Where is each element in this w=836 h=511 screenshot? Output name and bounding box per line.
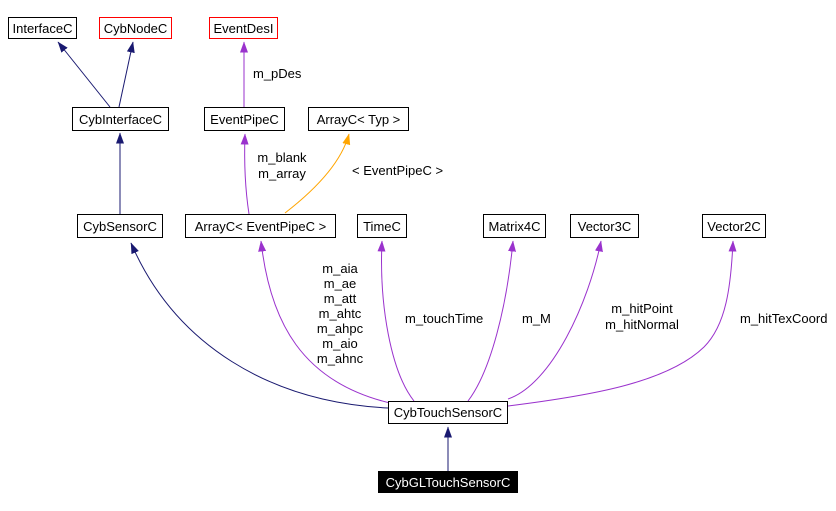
edge-usage-cybtouchsensorc-vector3c [507,240,603,400]
edge-usage-arrayc-eventpipec [240,133,250,215]
edge-usage-cybtouchsensorc-arrayc [258,240,391,404]
edge-inherit-cybtouchsensorc-cybsensorc [130,242,389,409]
edge-template-arrayc-eventpipec-arrayc-typ [284,133,351,214]
node-cybtouchsensorc[interactable]: CybTouchSensorC [388,401,508,424]
edge-usage-cybtouchsensorc-timec [377,240,415,402]
node-eventpipec[interactable]: EventPipeC [204,107,285,131]
node-cybinterfacec[interactable]: CybInterfaceC [72,107,169,131]
edge-usage-cybtouchsensorc-vector2c [507,240,737,407]
edge-inherit-cybinterfacec-interfacec [57,41,111,108]
node-timec[interactable]: TimeC [357,214,407,238]
edge-label-m-pdes: m_pDes [253,66,302,81]
edge-label-m-hitpoint-m-hitnormal: m_hitPoint m_hitNormal [605,301,679,332]
node-interfacec[interactable]: InterfaceC [8,17,77,39]
edge-usage-cybtouchsensorc-matrix4c [467,240,517,402]
edge-label-m-touchtime: m_touchTime [405,311,484,326]
edge-inherit-cybinterfacec-cybnodec [118,41,135,108]
edge-label-m-m: m_M [522,311,551,326]
edge-label-template-args: < EventPipeC > [352,163,444,178]
node-arrayc-eventpipec[interactable]: ArrayC< EventPipeC > [185,214,336,238]
node-arrayc-typ[interactable]: ArrayC< Typ > [308,107,409,131]
node-cybgltouchsensorc-current: CybGLTouchSensorC [378,471,518,493]
node-cybnodec[interactable]: CybNodeC [99,17,172,39]
node-vector3c[interactable]: Vector3C [570,214,639,238]
edge-label-m-blank-m-array: m_blank m_array [257,150,307,181]
node-cybsensorc[interactable]: CybSensorC [77,214,163,238]
edge-label-array-members: m_aia m_ae m_att m_ahtc m_ahpc m_aio m_a… [316,261,364,366]
node-eventdesi[interactable]: EventDesI [209,17,278,39]
node-vector2c[interactable]: Vector2C [702,214,766,238]
node-matrix4c[interactable]: Matrix4C [483,214,546,238]
edge-label-m-hittexcoord: m_hitTexCoord [740,311,828,326]
